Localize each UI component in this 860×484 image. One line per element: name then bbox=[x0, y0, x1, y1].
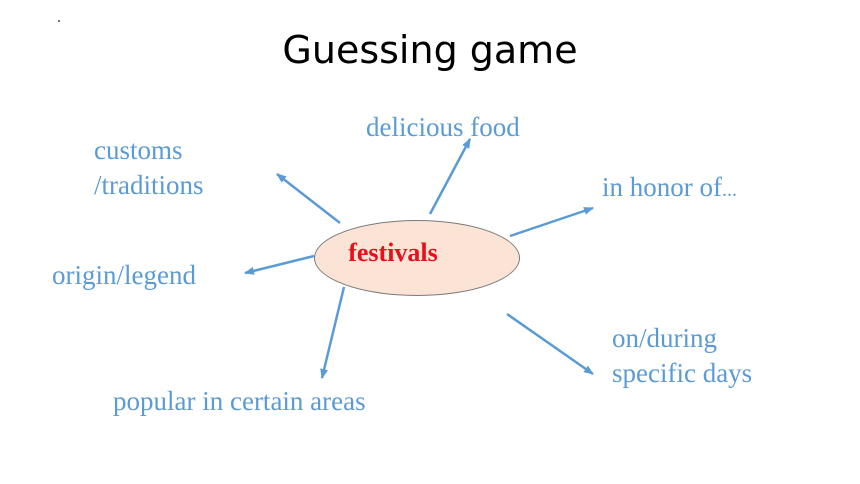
node-delicious-food: delicious food bbox=[366, 110, 520, 145]
arrow-to-in-honor bbox=[509, 206, 594, 238]
arrow-to-specific-days bbox=[506, 312, 594, 376]
node-delicious-food-line-1: delicious food bbox=[366, 112, 520, 142]
arrow-to-popular bbox=[320, 286, 346, 379]
node-origin-line-1: origin/legend bbox=[52, 260, 196, 290]
stray-dot bbox=[58, 20, 60, 22]
node-customs-line-2: /traditions bbox=[94, 170, 204, 200]
node-in-honor-text: in honor of bbox=[602, 172, 722, 202]
node-specific-days: on/during specific days bbox=[612, 321, 752, 391]
node-popular: popular in certain areas bbox=[113, 384, 366, 419]
node-popular-line-1: popular in certain areas bbox=[113, 386, 366, 416]
slide-title: Guessing game bbox=[282, 28, 578, 72]
center-ellipse bbox=[314, 220, 520, 296]
node-customs-line-1: customs bbox=[94, 135, 183, 165]
arrow-to-customs bbox=[276, 173, 341, 224]
node-specific-days-line-2: specific days bbox=[612, 358, 753, 388]
node-origin: origin/legend bbox=[52, 258, 196, 293]
node-specific-days-line-1: on/during bbox=[612, 323, 717, 353]
arrow-to-delicious-food bbox=[428, 138, 472, 215]
node-customs: customs /traditions bbox=[94, 133, 204, 203]
node-in-honor-ellipsis: ... bbox=[721, 179, 737, 201]
arrow-to-origin bbox=[244, 254, 315, 275]
center-label: festivals bbox=[348, 238, 438, 267]
node-in-honor: in honor of... bbox=[602, 170, 737, 208]
